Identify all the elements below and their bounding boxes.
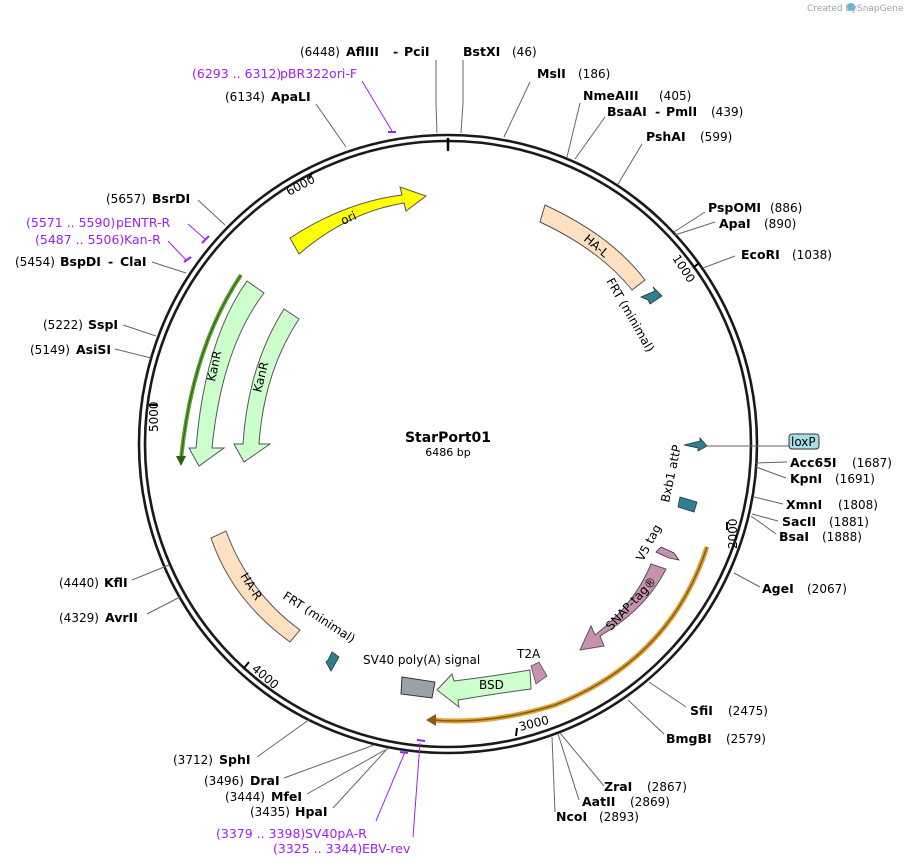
feature-v5-label: V5 tag: [633, 522, 664, 563]
site-pspomi[interactable]: PspOMI (886): [708, 197, 802, 216]
orf-highlight-orange-core: [431, 546, 708, 722]
feature-bxb1-label: Bxb1 attP: [658, 444, 684, 504]
primer-pbr322ori-f[interactable]: (6293 .. 6312) pBR322ori-F: [192, 63, 357, 82]
primer-pentr-r[interactable]: (5571 .. 5590) pENTR-R: [26, 212, 171, 231]
feature-kanr-1-label: KanR: [204, 349, 224, 382]
site-kpni[interactable]: KpnI (1691): [790, 468, 875, 487]
site-bmgbi[interactable]: BmgBI (2579): [666, 728, 766, 747]
feature-ha-l-arc[interactable]: [539, 204, 646, 291]
ruler-ticks: [149, 171, 728, 737]
feature-v5-arrow[interactable]: [655, 546, 680, 561]
feature-loxp-arrow[interactable]: [683, 436, 708, 452]
ruler-label-5000: 5000: [147, 401, 161, 432]
site-bsaai-pmli[interactable]: BsaAI - PmlI (439): [607, 101, 743, 120]
feature-ha-r-arc[interactable]: [210, 530, 301, 643]
site-bsai[interactable]: BsaI (1888): [779, 526, 862, 545]
primer-sv40pa-r[interactable]: (3379 .. 3398) SV40pA-R: [216, 823, 367, 842]
site-aatii[interactable]: AatII (2869): [582, 791, 670, 810]
site-bsrdi[interactable]: (5657) BsrDI: [106, 188, 190, 207]
site-sphi[interactable]: (3712) SphI: [173, 749, 251, 768]
site-avrii[interactable]: (4329) AvrII: [59, 607, 138, 626]
site-hpai[interactable]: (3435) HpaI: [250, 801, 328, 820]
ruler-label-2000: 2000: [726, 518, 740, 549]
site-apali[interactable]: (6134) ApaLI: [225, 86, 311, 105]
site-leaders: [114, 60, 788, 813]
feature-bsd-label: BSD: [479, 678, 504, 692]
feature-sv40-label: SV40 poly(A) signal: [363, 653, 480, 667]
primer-leaders: [167, 80, 426, 838]
site-apai[interactable]: ApaI (890): [719, 213, 796, 232]
ruler-label-6000: 6000: [284, 172, 318, 199]
site-pshai[interactable]: PshAI (599): [646, 126, 732, 145]
site-xmni[interactable]: XmnI (1808): [786, 494, 878, 513]
site-kfli[interactable]: (4440) KflI: [59, 572, 128, 591]
site-bstxi[interactable]: BstXI (46): [463, 41, 537, 60]
feature-t2a-label: T2A: [516, 647, 541, 661]
feature-frt-top-arrow[interactable]: [639, 286, 663, 305]
snapgene-logo-icon: [847, 3, 855, 11]
primer-kan-r[interactable]: (5487 .. 5506) Kan-R: [35, 229, 161, 248]
site-ncoi[interactable]: NcoI (2893): [556, 806, 639, 825]
site-agei[interactable]: AgeI (2067): [762, 578, 847, 597]
site-aflIII-pciI[interactable]: (6448) AflIII - PciI: [300, 41, 430, 60]
site-bspdi-clai[interactable]: (5454) BspDI - ClaI: [15, 251, 147, 270]
feature-loxp-box[interactable]: [788, 433, 820, 450]
feature-kanr-1-arrow[interactable]: [188, 280, 265, 467]
feature-sv40-box[interactable]: [400, 676, 436, 699]
site-sfii[interactable]: SfiI (2475): [690, 700, 768, 719]
feature-frt-bottom-arrow[interactable]: [325, 651, 340, 672]
feature-loxp-label: loxP: [791, 435, 816, 449]
feature-kanr-2-arrow[interactable]: [233, 308, 300, 463]
site-acc65i[interactable]: Acc65I (1687): [790, 452, 892, 471]
credit-prefix: Created by: [807, 4, 857, 14]
site-msli[interactable]: MslI (186): [537, 63, 610, 82]
primer-ebv-rev[interactable]: (3325 .. 3344) EBV-rev: [273, 838, 411, 857]
site-sspi[interactable]: (5222) SspI: [43, 314, 118, 333]
feature-bxb1-box[interactable]: [677, 496, 698, 513]
feature-ori-label: ori: [339, 209, 359, 228]
site-asisi[interactable]: (5149) AsiSI: [30, 339, 111, 358]
orf-highlight-orange-head: [426, 714, 436, 726]
site-mfei[interactable]: (3444) MfeI: [225, 786, 302, 805]
plasmid-name: StarPort01: [405, 430, 491, 446]
orf-highlight-green-core: [180, 274, 242, 461]
feature-snap-arrow[interactable]: [579, 563, 667, 651]
orf-highlight-green-head: [176, 456, 186, 466]
site-drai[interactable]: (3496) DraI: [204, 770, 280, 789]
site-sacii[interactable]: SacII (1881): [782, 511, 869, 530]
feature-ori-arrow[interactable]: [289, 186, 428, 255]
site-nmeaiii[interactable]: NmeAIII (405): [583, 85, 691, 104]
backbone-outer-ring: [137, 133, 759, 755]
credit-brand: SnapGene: [857, 4, 904, 14]
site-zrai[interactable]: ZraI (2867): [604, 776, 687, 795]
site-ecori[interactable]: EcoRI (1038): [741, 244, 832, 263]
feature-bsd-arrow[interactable]: [436, 669, 532, 709]
plasmid-size: 6486 bp: [425, 446, 470, 459]
feature-t2a-arrow[interactable]: [530, 661, 548, 685]
feature-snap-label: SNAP-tag®: [603, 574, 659, 633]
